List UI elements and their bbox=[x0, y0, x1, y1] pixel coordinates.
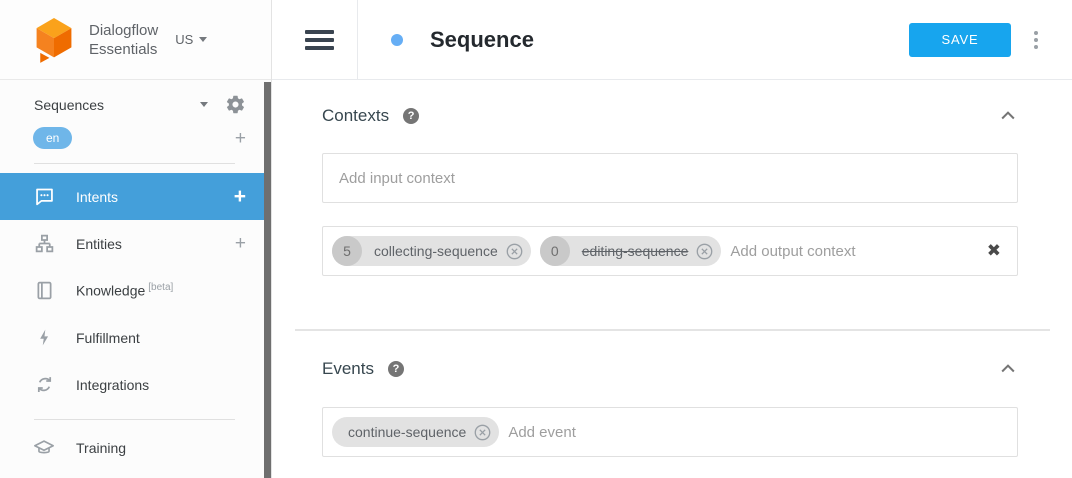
events-section-header: Events ? bbox=[322, 358, 1018, 380]
event-chip[interactable]: continue-sequence bbox=[332, 417, 500, 447]
sidebar-scrollbar[interactable] bbox=[264, 82, 271, 478]
entities-icon bbox=[33, 233, 55, 255]
event-chip-label: continue-sequence bbox=[348, 424, 467, 440]
add-intent-button[interactable]: + bbox=[233, 185, 246, 208]
book-icon bbox=[33, 280, 55, 302]
sync-icon bbox=[33, 374, 55, 396]
section-divider bbox=[295, 329, 1050, 331]
sidebar-item-label: Knowledge[beta] bbox=[76, 282, 173, 299]
save-button[interactable]: SAVE bbox=[909, 22, 1011, 57]
remove-context-icon[interactable] bbox=[695, 242, 714, 261]
brand-line1: Dialogflow bbox=[89, 21, 159, 39]
output-context-chip[interactable]: 0 editing-sequence bbox=[539, 236, 722, 266]
sidebar-item-label: Fulfillment bbox=[76, 329, 140, 346]
knowledge-label: Knowledge bbox=[76, 282, 146, 299]
contexts-title: Contexts bbox=[322, 106, 390, 125]
brand-name: Dialogflow Essentials bbox=[89, 21, 158, 59]
remove-event-icon[interactable] bbox=[473, 423, 492, 442]
input-context-field[interactable] bbox=[322, 153, 1018, 203]
help-icon[interactable]: ? bbox=[403, 108, 420, 124]
collapse-events-icon[interactable] bbox=[998, 359, 1018, 379]
output-context-field[interactable]: 5 collecting-sequence 0 editing-sequence… bbox=[322, 226, 1018, 276]
agent-name: Sequences bbox=[34, 96, 105, 113]
sidebar-header: Dialogflow Essentials US bbox=[0, 0, 271, 80]
contexts-section-header: Contexts ? bbox=[322, 105, 1018, 127]
clear-contexts-icon[interactable]: ✖ bbox=[986, 240, 1001, 261]
language-tab-en[interactable]: en bbox=[33, 127, 73, 149]
chevron-down-icon bbox=[199, 37, 208, 42]
sidebar-divider bbox=[34, 419, 235, 420]
agent-selector[interactable]: Sequences bbox=[34, 94, 246, 115]
sidebar: Dialogflow Essentials US Sequences en + bbox=[0, 0, 272, 478]
sidebar-nav: Intents + Entities + Knowledge[beta] bbox=[0, 173, 271, 471]
add-event-input[interactable] bbox=[508, 423, 1001, 441]
chevron-down-icon bbox=[200, 102, 208, 107]
language-bar: en + bbox=[33, 127, 246, 149]
context-lifespan-badge[interactable]: 5 bbox=[332, 236, 362, 266]
header-divider bbox=[357, 0, 358, 79]
add-output-context-input[interactable] bbox=[730, 242, 979, 260]
main-panel: Sequence SAVE Contexts ? 5 collecting-se… bbox=[272, 0, 1072, 478]
brand-line2: Essentials bbox=[89, 40, 158, 58]
output-context-chip[interactable]: 5 collecting-sequence bbox=[332, 236, 531, 266]
sidebar-item-label: Intents bbox=[76, 188, 119, 205]
sidebar-item-label: Training bbox=[76, 439, 127, 456]
region-label: US bbox=[175, 32, 194, 47]
chat-bubble-icon bbox=[33, 186, 55, 208]
intent-status-dot bbox=[391, 33, 403, 46]
sidebar-item-entities[interactable]: Entities + bbox=[0, 220, 271, 267]
dialogflow-logo-icon bbox=[36, 17, 72, 63]
intent-header: Sequence SAVE bbox=[272, 0, 1072, 80]
add-language-button[interactable]: + bbox=[234, 127, 246, 149]
region-selector[interactable]: US bbox=[175, 32, 208, 47]
graduation-cap-icon bbox=[33, 437, 55, 459]
add-entity-button[interactable]: + bbox=[234, 233, 246, 254]
context-chip-label: editing-sequence bbox=[581, 243, 689, 259]
sidebar-item-label: Entities bbox=[76, 235, 122, 252]
sidebar-item-knowledge[interactable]: Knowledge[beta] bbox=[0, 267, 271, 314]
context-chip-label: collecting-sequence bbox=[374, 243, 498, 259]
events-title: Events bbox=[322, 359, 374, 378]
sidebar-item-integrations[interactable]: Integrations bbox=[0, 361, 271, 408]
remove-context-icon[interactable] bbox=[505, 242, 524, 261]
lightning-icon bbox=[33, 327, 55, 349]
gear-icon[interactable] bbox=[225, 94, 246, 115]
sidebar-item-training[interactable]: Training bbox=[0, 424, 271, 471]
sidebar-item-intents[interactable]: Intents + bbox=[0, 173, 271, 220]
collapse-contexts-icon[interactable] bbox=[998, 106, 1018, 126]
intent-editor: Contexts ? 5 collecting-sequence 0 edi bbox=[272, 80, 1072, 478]
events-field[interactable]: continue-sequence bbox=[322, 407, 1018, 457]
beta-badge: [beta] bbox=[148, 282, 174, 294]
sidebar-item-label: Integrations bbox=[76, 376, 150, 393]
context-lifespan-badge[interactable]: 0 bbox=[539, 236, 570, 266]
help-icon[interactable]: ? bbox=[387, 361, 404, 377]
sidebar-divider bbox=[34, 163, 235, 164]
menu-icon[interactable] bbox=[305, 29, 334, 50]
sidebar-item-fulfillment[interactable]: Fulfillment bbox=[0, 314, 271, 361]
more-options-icon[interactable] bbox=[1030, 27, 1042, 53]
page-title: Sequence bbox=[430, 26, 534, 52]
